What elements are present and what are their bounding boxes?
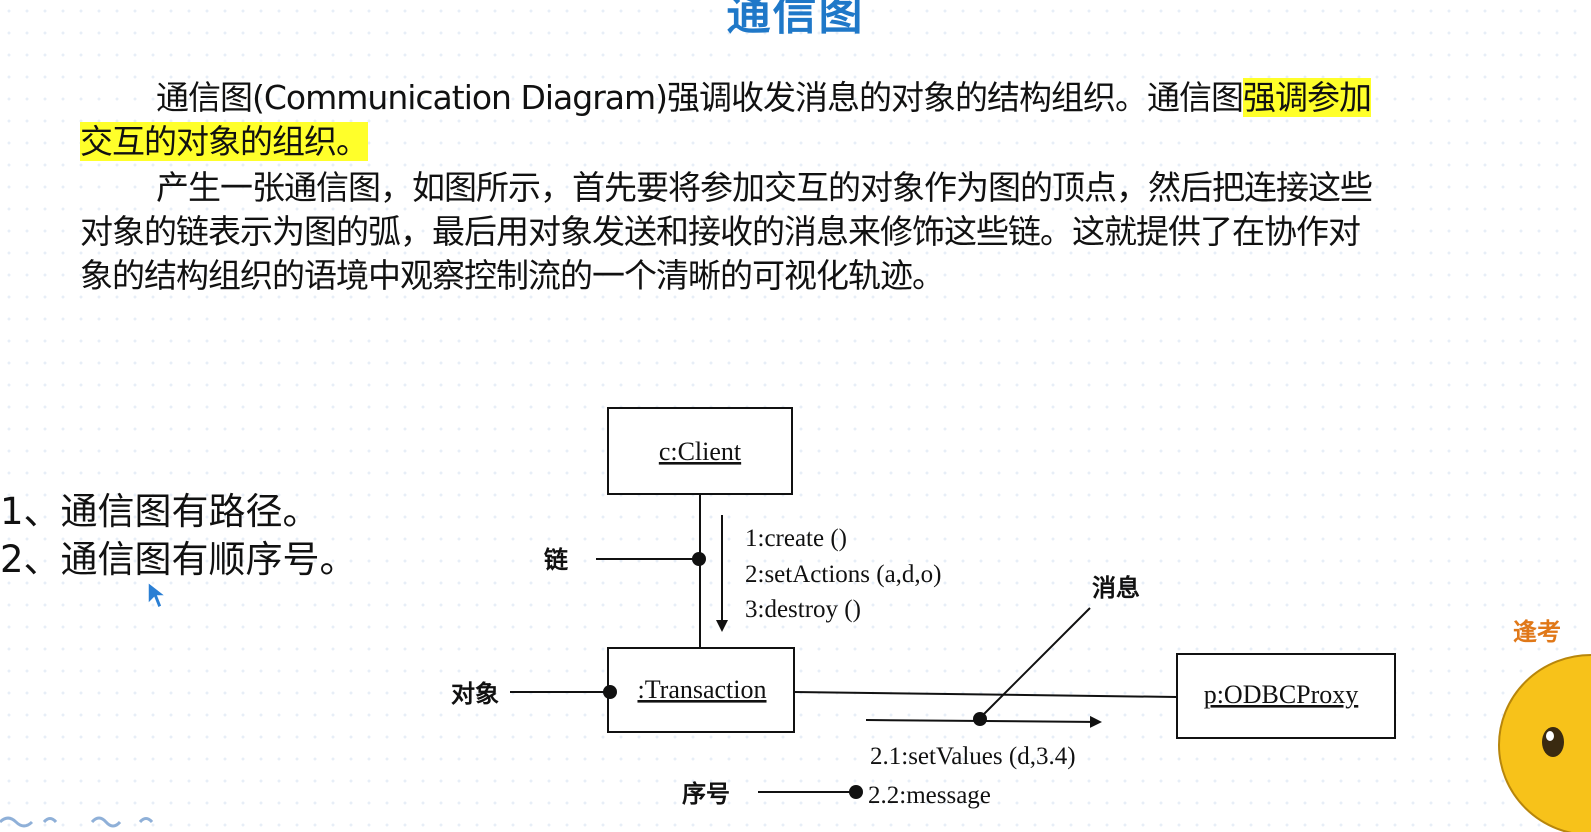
mascot-text: 逢考 (1513, 618, 1561, 646)
key-point-2: 2、通信图有顺序号。 (0, 538, 357, 581)
paragraph-1-highlight-2: 交互的对象的组织。 (80, 122, 369, 161)
paragraph-2-line-3: 象的结构组织的语境中观察控制流的一个清晰的可视化轨迹。 (80, 256, 945, 295)
paragraph-1-highlight-1: 强调参加 (1243, 78, 1372, 117)
paragraph-1-text: 通信图(Communication Diagram)强调收发消息的对象的结构组织… (156, 78, 1244, 117)
message-2-2: 2.2:message (868, 782, 991, 809)
message-2-1: 2.1:setValues (d,3.4) (870, 743, 1076, 770)
key-points: 1、通信图有路径。 2、通信图有顺序号。 (0, 488, 357, 584)
paragraph-1-line-1: 通信图(Communication Diagram)强调收发消息的对象的结构组织… (80, 76, 1591, 120)
object-box-transaction (607, 647, 795, 733)
page-title: 通信图 (726, 0, 865, 40)
leader-dot-object (603, 685, 617, 699)
leader-dot-message (973, 712, 987, 726)
leader-dot-sequence (849, 785, 863, 799)
message-2: 2:setActions (a,d,o) (745, 561, 941, 588)
leader-message (979, 607, 1091, 719)
message-3: 3:destroy () (745, 596, 861, 623)
paragraph-2-line-2: 对象的链表示为图的弧，最后用对象发送和接收的消息来修饰这些链。这就提供了在协作对 (80, 212, 1361, 251)
link-transaction-proxy (793, 691, 1178, 698)
object-name-proxy: p:ODBCProxy (1204, 680, 1359, 709)
annotation-sequence: 序号 (682, 780, 730, 808)
corner-decoration (0, 816, 154, 828)
paragraph-1-line-2: 交互的对象的组织。 (80, 120, 1560, 164)
mascot-icon (1498, 654, 1591, 832)
key-point-1: 1、通信图有路径。 (0, 490, 320, 533)
leader-dot-link (692, 552, 706, 566)
annotation-object: 对象 (451, 680, 499, 708)
mouse-cursor-icon (147, 580, 168, 610)
annotation-link: 链 (544, 546, 569, 574)
message-1: 1:create () (745, 525, 847, 552)
object-name-client: c:Client (659, 437, 742, 466)
paragraph-2-line-1: 产生一张通信图，如图所示，首先要将参加交互的对象作为图的顶点，然后把连接这些 (156, 168, 1373, 207)
annotation-message: 消息 (1092, 574, 1140, 602)
object-box-client (607, 407, 793, 495)
object-name-transaction: :Transaction (637, 675, 766, 704)
